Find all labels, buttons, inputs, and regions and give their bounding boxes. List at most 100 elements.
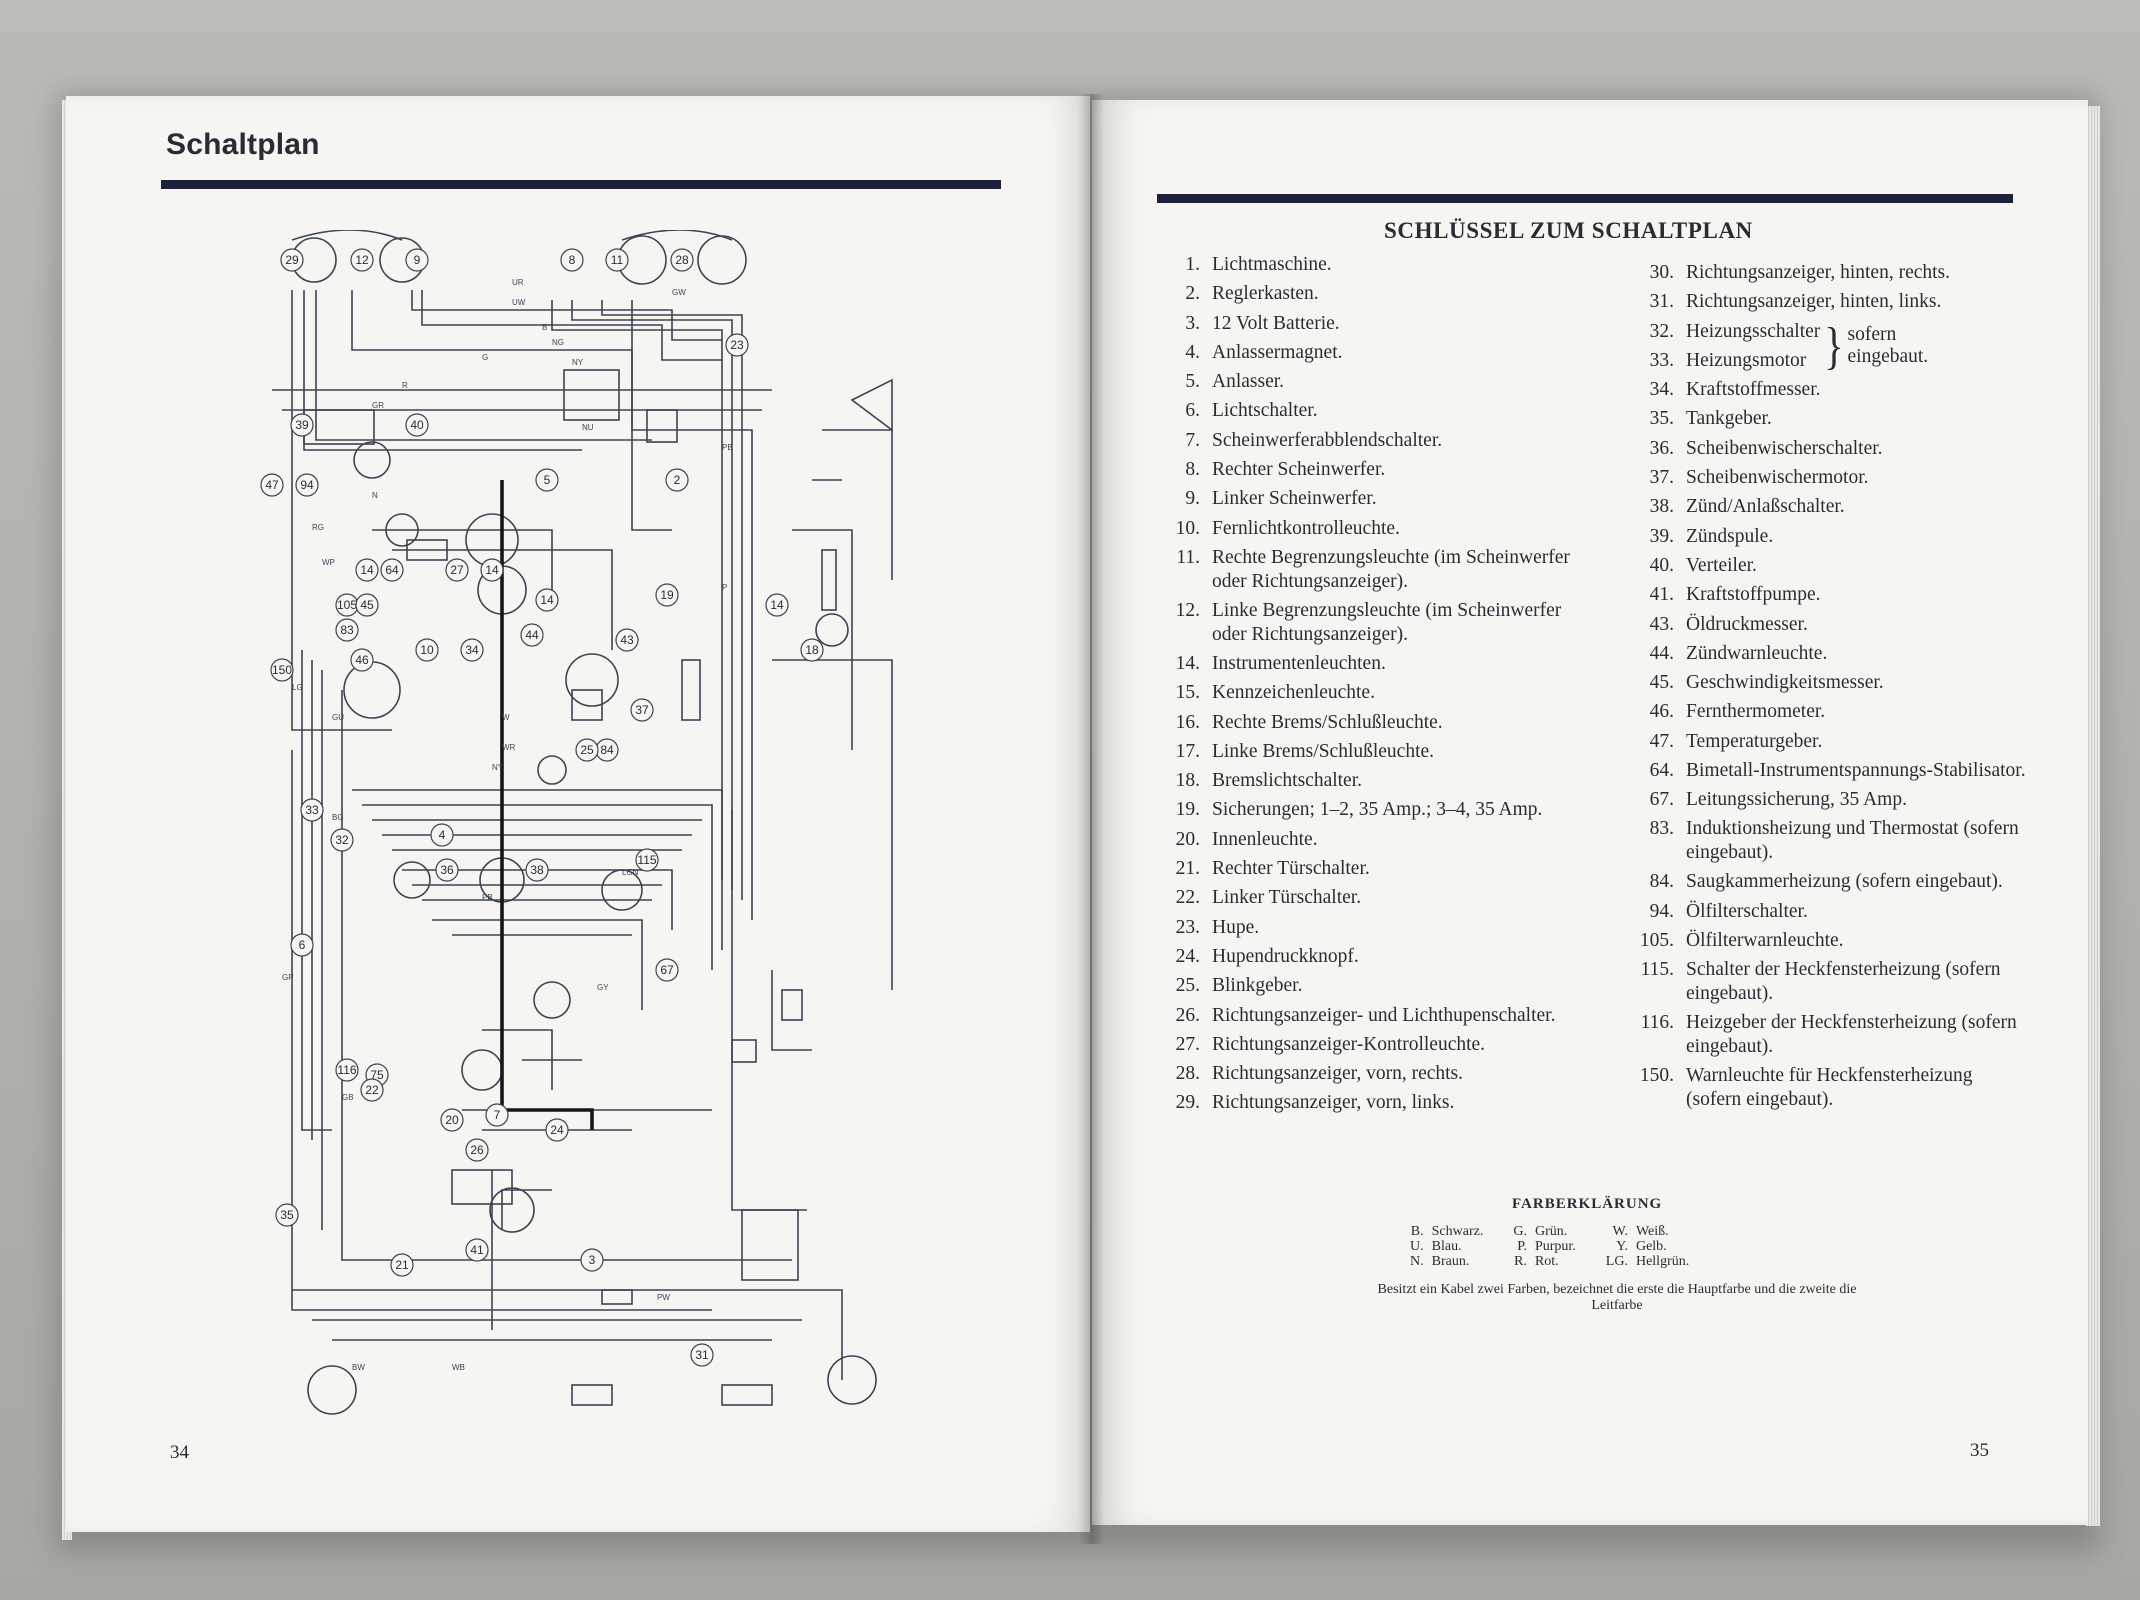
- legend-item: 64.Bimetall-Instrumentspannungs-Stabilis…: [1649, 760, 2026, 782]
- callout-circle: 31: [690, 1343, 714, 1367]
- callout-ring: [430, 823, 454, 847]
- callout-number: 10: [420, 643, 434, 657]
- callout-ring: [330, 828, 354, 852]
- callout-ring: [390, 1253, 414, 1277]
- legend-item: 67.Leitungssicherung, 35 Amp.: [1649, 789, 1907, 811]
- brace-glyph: }: [1824, 315, 1844, 375]
- callout-ring: [580, 1248, 604, 1272]
- callout-number: 14: [485, 563, 499, 577]
- wire-color-label: PW: [657, 1293, 670, 1302]
- callout-ring: [655, 583, 679, 607]
- wire-path: [392, 549, 613, 650]
- legend-item: 46.Fernthermometer.: [1649, 701, 1826, 723]
- wire-path: [551, 300, 723, 880]
- wire-path: [482, 1029, 553, 1090]
- callout-number: 84: [600, 743, 614, 757]
- callout-number: 27: [450, 563, 464, 577]
- callout-circle: 34: [460, 638, 484, 662]
- legend-item: 10.Fernlichtkontrolleuchte.: [1175, 517, 1400, 539]
- callout-circle: 67: [655, 958, 679, 982]
- callout-ring: [445, 558, 469, 582]
- callout-number: 46: [355, 653, 369, 667]
- callout-circle: 2: [665, 468, 689, 492]
- callout-circle: 44: [520, 623, 544, 647]
- component-symbol: [621, 230, 733, 241]
- callout-circle: 14: [355, 558, 379, 582]
- header-rule-right: [1157, 194, 2013, 203]
- wire-color-label: PB: [722, 443, 733, 452]
- callout-ring: [635, 848, 659, 872]
- callout-circle: 8: [560, 248, 584, 272]
- wire-path: [772, 659, 893, 990]
- legend-item: 36.Scheibenwischerschalter.: [1649, 437, 1883, 459]
- callout-number: 24: [550, 1123, 564, 1137]
- wire-path: [822, 429, 893, 580]
- component-symbol: [721, 1384, 773, 1406]
- component-symbol: [406, 539, 448, 561]
- callout-ring: [520, 623, 544, 647]
- wire-path-supply: [500, 480, 594, 1130]
- callout-number: 83: [340, 623, 354, 637]
- callout-circle: 20: [440, 1108, 464, 1132]
- callout-ring: [440, 1108, 464, 1132]
- callout-circle: 43: [615, 628, 639, 652]
- callout-circle: 38: [525, 858, 549, 882]
- wire-path: [291, 290, 392, 731]
- callout-number: 14: [360, 563, 374, 577]
- wire-path: [292, 1289, 843, 1380]
- callout-circle: 27: [445, 558, 469, 582]
- callout-ring: [615, 628, 639, 652]
- wire-path: [601, 300, 743, 900]
- wire-color-label: WB: [452, 1363, 465, 1372]
- callout-circle: 6: [290, 933, 314, 957]
- legend-item: 18.Bremslichtschalter.: [1175, 770, 1363, 792]
- callout-ring: [350, 248, 374, 272]
- callout-ring: [670, 248, 694, 272]
- callout-number: 44: [525, 628, 539, 642]
- legend-item: 116.Heizgeber der Heckfensterheizung (so…: [1640, 1012, 2017, 1058]
- wire-path: [421, 290, 722, 361]
- callout-number: 6: [299, 938, 306, 952]
- callout-circle: 46: [350, 648, 374, 672]
- callout-circle: 37: [630, 698, 654, 722]
- callout-number: 3: [589, 1253, 596, 1267]
- wire-color-label: WP: [322, 558, 335, 567]
- callout-circle: 26: [465, 1138, 489, 1162]
- wire-color-label: LGN: [622, 868, 639, 877]
- callout-ring: [560, 248, 584, 272]
- wire-path: [352, 789, 723, 950]
- callout-ring: [415, 638, 439, 662]
- callout-circle: 150: [270, 658, 294, 682]
- component-symbol: [533, 981, 571, 1019]
- callout-ring: [535, 588, 559, 612]
- callout-number: 12: [355, 253, 369, 267]
- legend-item: 11.Rechte Begrenzungsleuchte (im Scheinw…: [1176, 546, 1570, 592]
- callout-ring: [485, 1103, 509, 1127]
- callout-number: 21: [395, 1258, 409, 1272]
- callout-number: 8: [569, 253, 576, 267]
- callout-ring: [605, 248, 629, 272]
- component-symbol: [343, 661, 401, 719]
- legend-item: 23.Hupe.: [1175, 916, 1260, 938]
- legend-item: 115.Schalter der Heckfensterheizung (sof…: [1640, 959, 2001, 1005]
- callout-ring: [280, 248, 304, 272]
- wire-color-label: UR: [512, 278, 524, 287]
- legend-item: 34.Kraftstoffmesser.: [1649, 379, 1821, 401]
- callout-circle: 19: [655, 583, 679, 607]
- callout-circle: 14: [480, 558, 504, 582]
- component-symbol: [393, 861, 431, 899]
- legend-item: 5.Anlasser.: [1185, 371, 1285, 393]
- wire-color-label: UW: [512, 298, 526, 307]
- callout-ring: [270, 658, 294, 682]
- callout-number: 45: [360, 598, 374, 612]
- legend-item: 40.Verteiler.: [1649, 554, 1757, 576]
- legend-item: 39.Zündspule.: [1649, 525, 1774, 547]
- callout-ring: [655, 958, 679, 982]
- legend-item: 4.Anlassermagnet.: [1185, 341, 1343, 363]
- legend-item: 45.Geschwindigkeitsmesser.: [1649, 672, 1884, 694]
- legend-item: 1.Lichtmaschine.: [1185, 254, 1332, 275]
- callout-circle: 115: [635, 848, 659, 872]
- legend-item: 43.Öldruckmesser.: [1649, 613, 1808, 635]
- legend-item: 16.Rechte Brems/Schlußleuchte.: [1175, 711, 1443, 733]
- wire-color-label: NY: [492, 763, 504, 772]
